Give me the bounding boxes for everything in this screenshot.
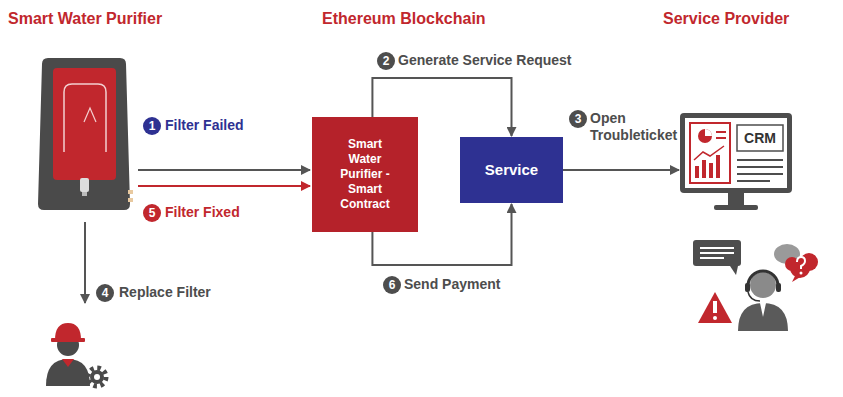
- flow-arrow: [138, 169, 310, 171]
- purifier-illustration: [38, 58, 133, 210]
- replace-arrow: [84, 222, 86, 303]
- edge-label: Filter Fixed: [165, 204, 240, 221]
- support-agent-icon: [693, 240, 818, 331]
- step-label: Replace Filter: [119, 284, 211, 301]
- callout-number: 2: [377, 52, 395, 70]
- column-heading: Service Provider: [663, 10, 789, 27]
- callout-number: 3: [569, 110, 587, 128]
- box-label: Service: [485, 161, 538, 179]
- callout-number: 4: [96, 284, 114, 302]
- flow-arrow: [138, 185, 310, 187]
- contract-box: Smart Water Purifier - Smart Contract: [312, 117, 418, 232]
- box-label: Smart Water Purifier - Smart Contract: [330, 137, 400, 212]
- edge-label: Send Payment: [404, 276, 500, 293]
- edge-label: Open Troubleticket: [590, 110, 686, 144]
- callout-number: 1: [143, 117, 161, 135]
- flow-arrow: [563, 169, 679, 171]
- column-heading: Smart Water Purifier: [8, 10, 162, 28]
- crm-monitor: CRM: [680, 113, 792, 211]
- edge-label: Filter Failed: [165, 117, 244, 134]
- monitor-icon: [680, 113, 792, 210]
- callout-number: 5: [143, 204, 161, 222]
- callout-number: 6: [383, 276, 401, 294]
- edge-label: Generate Service Request: [398, 52, 572, 69]
- screen-label: CRM: [737, 125, 783, 151]
- column-heading: Ethereum Blockchain: [322, 10, 486, 27]
- technician-icon: [46, 323, 106, 386]
- purifier-device: Smart Water Purifier: [38, 55, 130, 212]
- service-box: Service: [460, 137, 563, 203]
